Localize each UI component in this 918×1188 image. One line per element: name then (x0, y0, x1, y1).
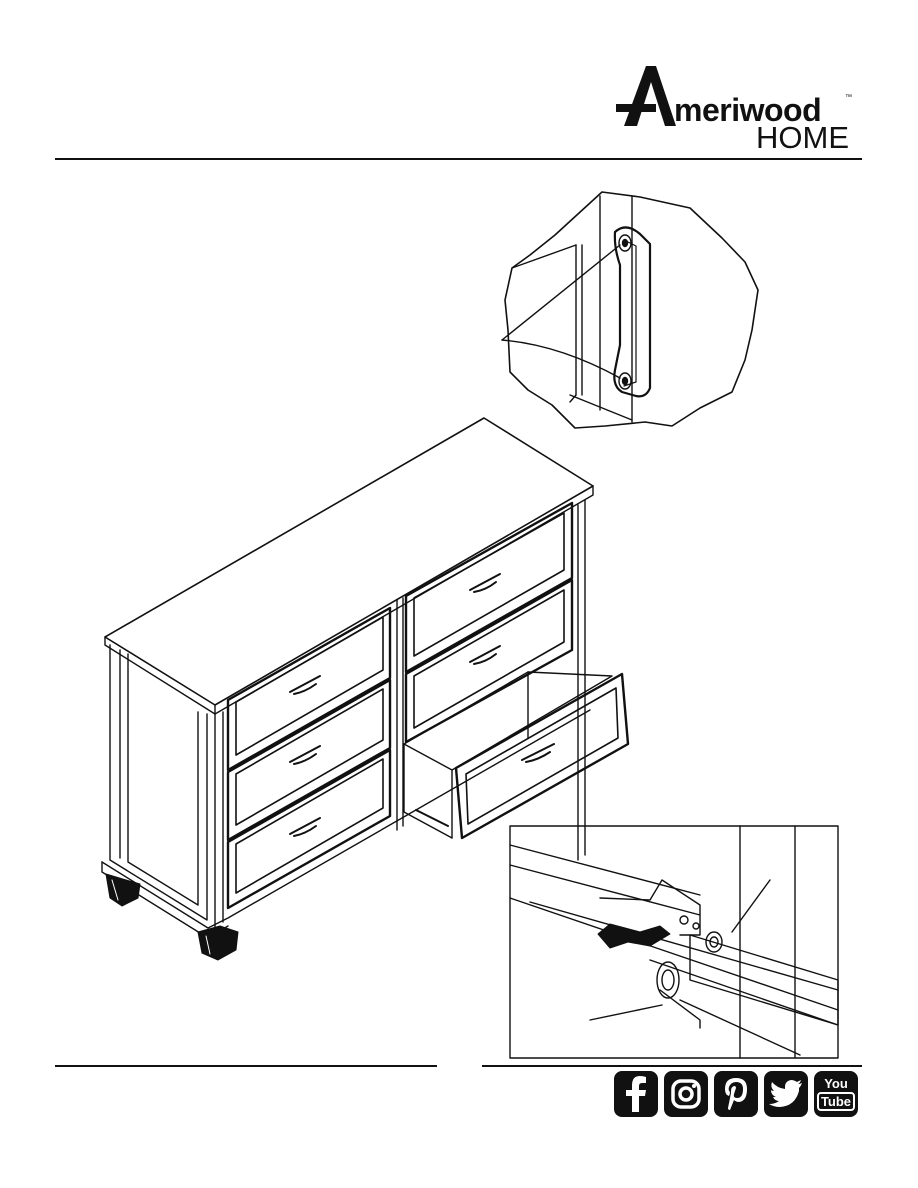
twitter-icon[interactable] (764, 1071, 808, 1117)
left-drawers (228, 608, 390, 908)
youtube-icon[interactable]: You Tube (814, 1071, 858, 1117)
instagram-icon[interactable] (664, 1071, 708, 1117)
pinterest-icon[interactable] (714, 1071, 758, 1117)
handle-detail-bubble (502, 192, 758, 428)
footer-rule-right (482, 1065, 862, 1067)
footer-rule-left (55, 1065, 437, 1067)
dresser-drawing (102, 418, 628, 960)
youtube-label-top: You (817, 1077, 855, 1090)
youtube-label-bottom: Tube (817, 1092, 855, 1111)
right-drawers (404, 503, 628, 838)
facebook-icon[interactable] (614, 1071, 658, 1117)
slide-detail-box (510, 826, 838, 1058)
